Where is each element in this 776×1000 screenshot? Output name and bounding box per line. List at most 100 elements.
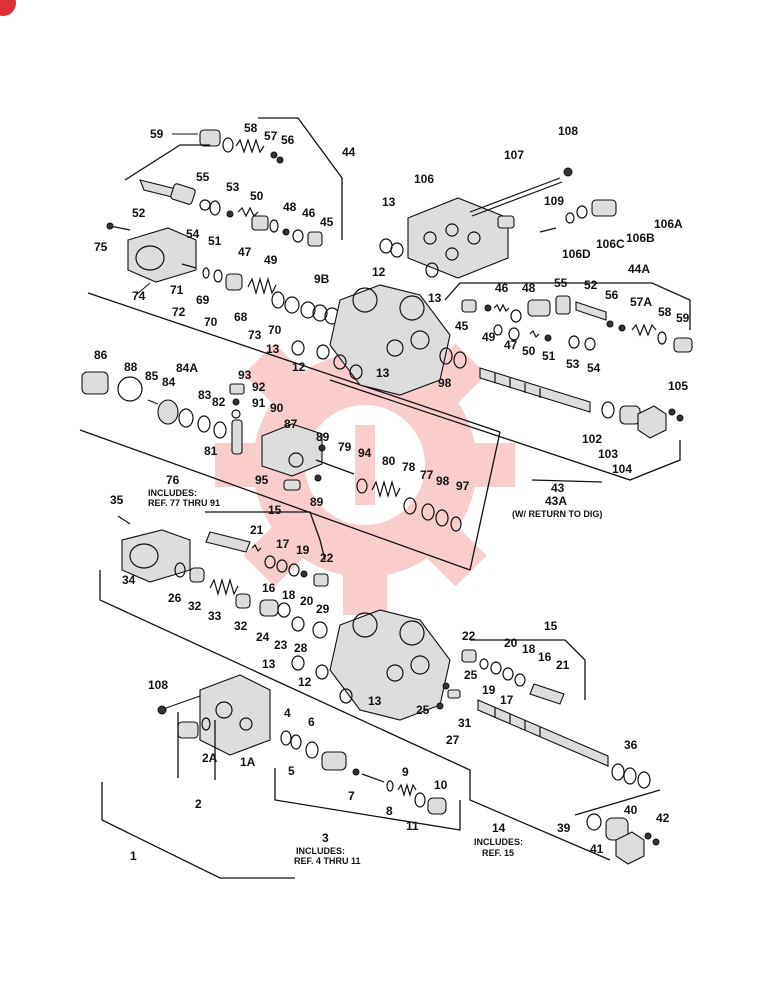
middle-section bbox=[81, 371, 462, 532]
label: 106D bbox=[562, 247, 591, 261]
part-35-bolt bbox=[117, 515, 131, 525]
part-109-106A-106B-106C-106D bbox=[497, 199, 617, 233]
label: 86 bbox=[94, 348, 108, 362]
label: 57 bbox=[264, 129, 278, 143]
label: 13 bbox=[376, 366, 390, 380]
part-2-2A-plug bbox=[177, 717, 211, 739]
label: 84 bbox=[162, 375, 176, 389]
part-13-12-orings-lower bbox=[291, 655, 353, 704]
label: 45 bbox=[455, 319, 469, 333]
label: 50 bbox=[250, 189, 264, 203]
label: 106A bbox=[654, 217, 683, 231]
part-95-plug bbox=[283, 479, 301, 491]
label: 20 bbox=[504, 636, 518, 650]
label: 109 bbox=[544, 194, 564, 208]
label: 51 bbox=[208, 234, 222, 248]
bracket-3 bbox=[274, 768, 461, 831]
label: 89 bbox=[316, 430, 330, 444]
label: 46 bbox=[302, 206, 316, 220]
label: 42 bbox=[656, 811, 670, 825]
part-98-orings-upper bbox=[439, 347, 467, 369]
bracket-15-lower-left bbox=[205, 511, 326, 561]
part-59-cap bbox=[172, 129, 221, 147]
label: 92 bbox=[252, 380, 266, 394]
label: 89 bbox=[310, 495, 324, 509]
label: 68 bbox=[234, 310, 248, 324]
valve-section-body-lower bbox=[329, 609, 451, 721]
label: 49 bbox=[264, 253, 278, 267]
label: 58 bbox=[658, 305, 672, 319]
bracket-1 bbox=[101, 782, 295, 879]
label: 97 bbox=[456, 479, 470, 493]
label: 72 bbox=[172, 305, 186, 319]
label: 21 bbox=[556, 658, 570, 672]
label: 22 bbox=[320, 551, 334, 565]
part-74-end-cap-housing bbox=[127, 227, 197, 296]
label: 70 bbox=[204, 315, 218, 329]
label: 13 bbox=[262, 657, 276, 671]
part-93-92-91-90-81 bbox=[229, 383, 245, 455]
label: 5 bbox=[288, 764, 295, 778]
label: 18 bbox=[522, 642, 536, 656]
part-43-main-spool bbox=[479, 367, 591, 413]
label: 15 bbox=[268, 503, 282, 517]
label: 27 bbox=[446, 733, 460, 747]
label: 16 bbox=[538, 650, 552, 664]
label: 12 bbox=[292, 360, 306, 374]
label: 35 bbox=[110, 493, 124, 507]
part-14-main-spool-lower bbox=[477, 699, 609, 767]
label: 12 bbox=[298, 675, 312, 689]
label: 69 bbox=[196, 293, 210, 307]
label: 4 bbox=[284, 706, 291, 720]
label: 2A bbox=[202, 751, 218, 765]
label: 13 bbox=[428, 291, 442, 305]
label: 76 bbox=[166, 473, 180, 487]
label: 43 bbox=[551, 481, 565, 495]
label: 12 bbox=[372, 265, 386, 279]
part-75-bolt bbox=[106, 222, 131, 231]
part-58-57-56-spring-set bbox=[222, 137, 284, 164]
label: 13 bbox=[266, 342, 280, 356]
part-52-spool-stem bbox=[139, 179, 211, 211]
part-78-77-98-97 bbox=[403, 497, 462, 532]
label: 44 bbox=[342, 145, 356, 159]
include-notes: INCLUDES: REF. 77 THRU 91 (W/ RETURN TO … bbox=[148, 488, 602, 866]
label: 25 bbox=[416, 703, 430, 717]
part-25-31-27 bbox=[436, 682, 461, 710]
label: 18 bbox=[282, 588, 296, 602]
label: 54 bbox=[186, 227, 200, 241]
label: 78 bbox=[402, 460, 416, 474]
part-13-12-orings-lower-left bbox=[291, 340, 363, 380]
label: 17 bbox=[500, 693, 514, 707]
label: 105 bbox=[668, 379, 688, 393]
part-53-51-50-washers bbox=[209, 200, 259, 218]
label: 19 bbox=[296, 543, 310, 557]
label: 17 bbox=[276, 537, 290, 551]
label: 36 bbox=[624, 738, 638, 752]
label: 28 bbox=[294, 641, 308, 655]
label: 44A bbox=[628, 262, 650, 276]
label: 55 bbox=[196, 170, 210, 184]
bracket-44 bbox=[258, 117, 343, 240]
label: 40 bbox=[624, 803, 638, 817]
label: 47 bbox=[504, 338, 518, 352]
part-47-48-49-46-45 bbox=[251, 215, 323, 247]
label: 75 bbox=[94, 240, 108, 254]
part-102-103-104-105 bbox=[601, 401, 684, 439]
label: 45 bbox=[320, 215, 334, 229]
part-94-80-spring bbox=[356, 478, 401, 499]
bracket-14 bbox=[99, 570, 611, 861]
label: 81 bbox=[204, 444, 218, 458]
part-44A-spool-parts bbox=[461, 295, 693, 353]
label: 85 bbox=[145, 369, 159, 383]
part-108-nut-lower bbox=[157, 695, 201, 715]
label: 8 bbox=[386, 804, 393, 818]
bracket-44A bbox=[444, 282, 691, 330]
label: 41 bbox=[590, 842, 604, 856]
label: 56 bbox=[281, 133, 295, 147]
note-43A: (W/ RETURN TO DIG) bbox=[512, 509, 602, 519]
part-106-cover-plate bbox=[407, 197, 509, 279]
label: 48 bbox=[522, 281, 536, 295]
label: 91 bbox=[252, 396, 266, 410]
